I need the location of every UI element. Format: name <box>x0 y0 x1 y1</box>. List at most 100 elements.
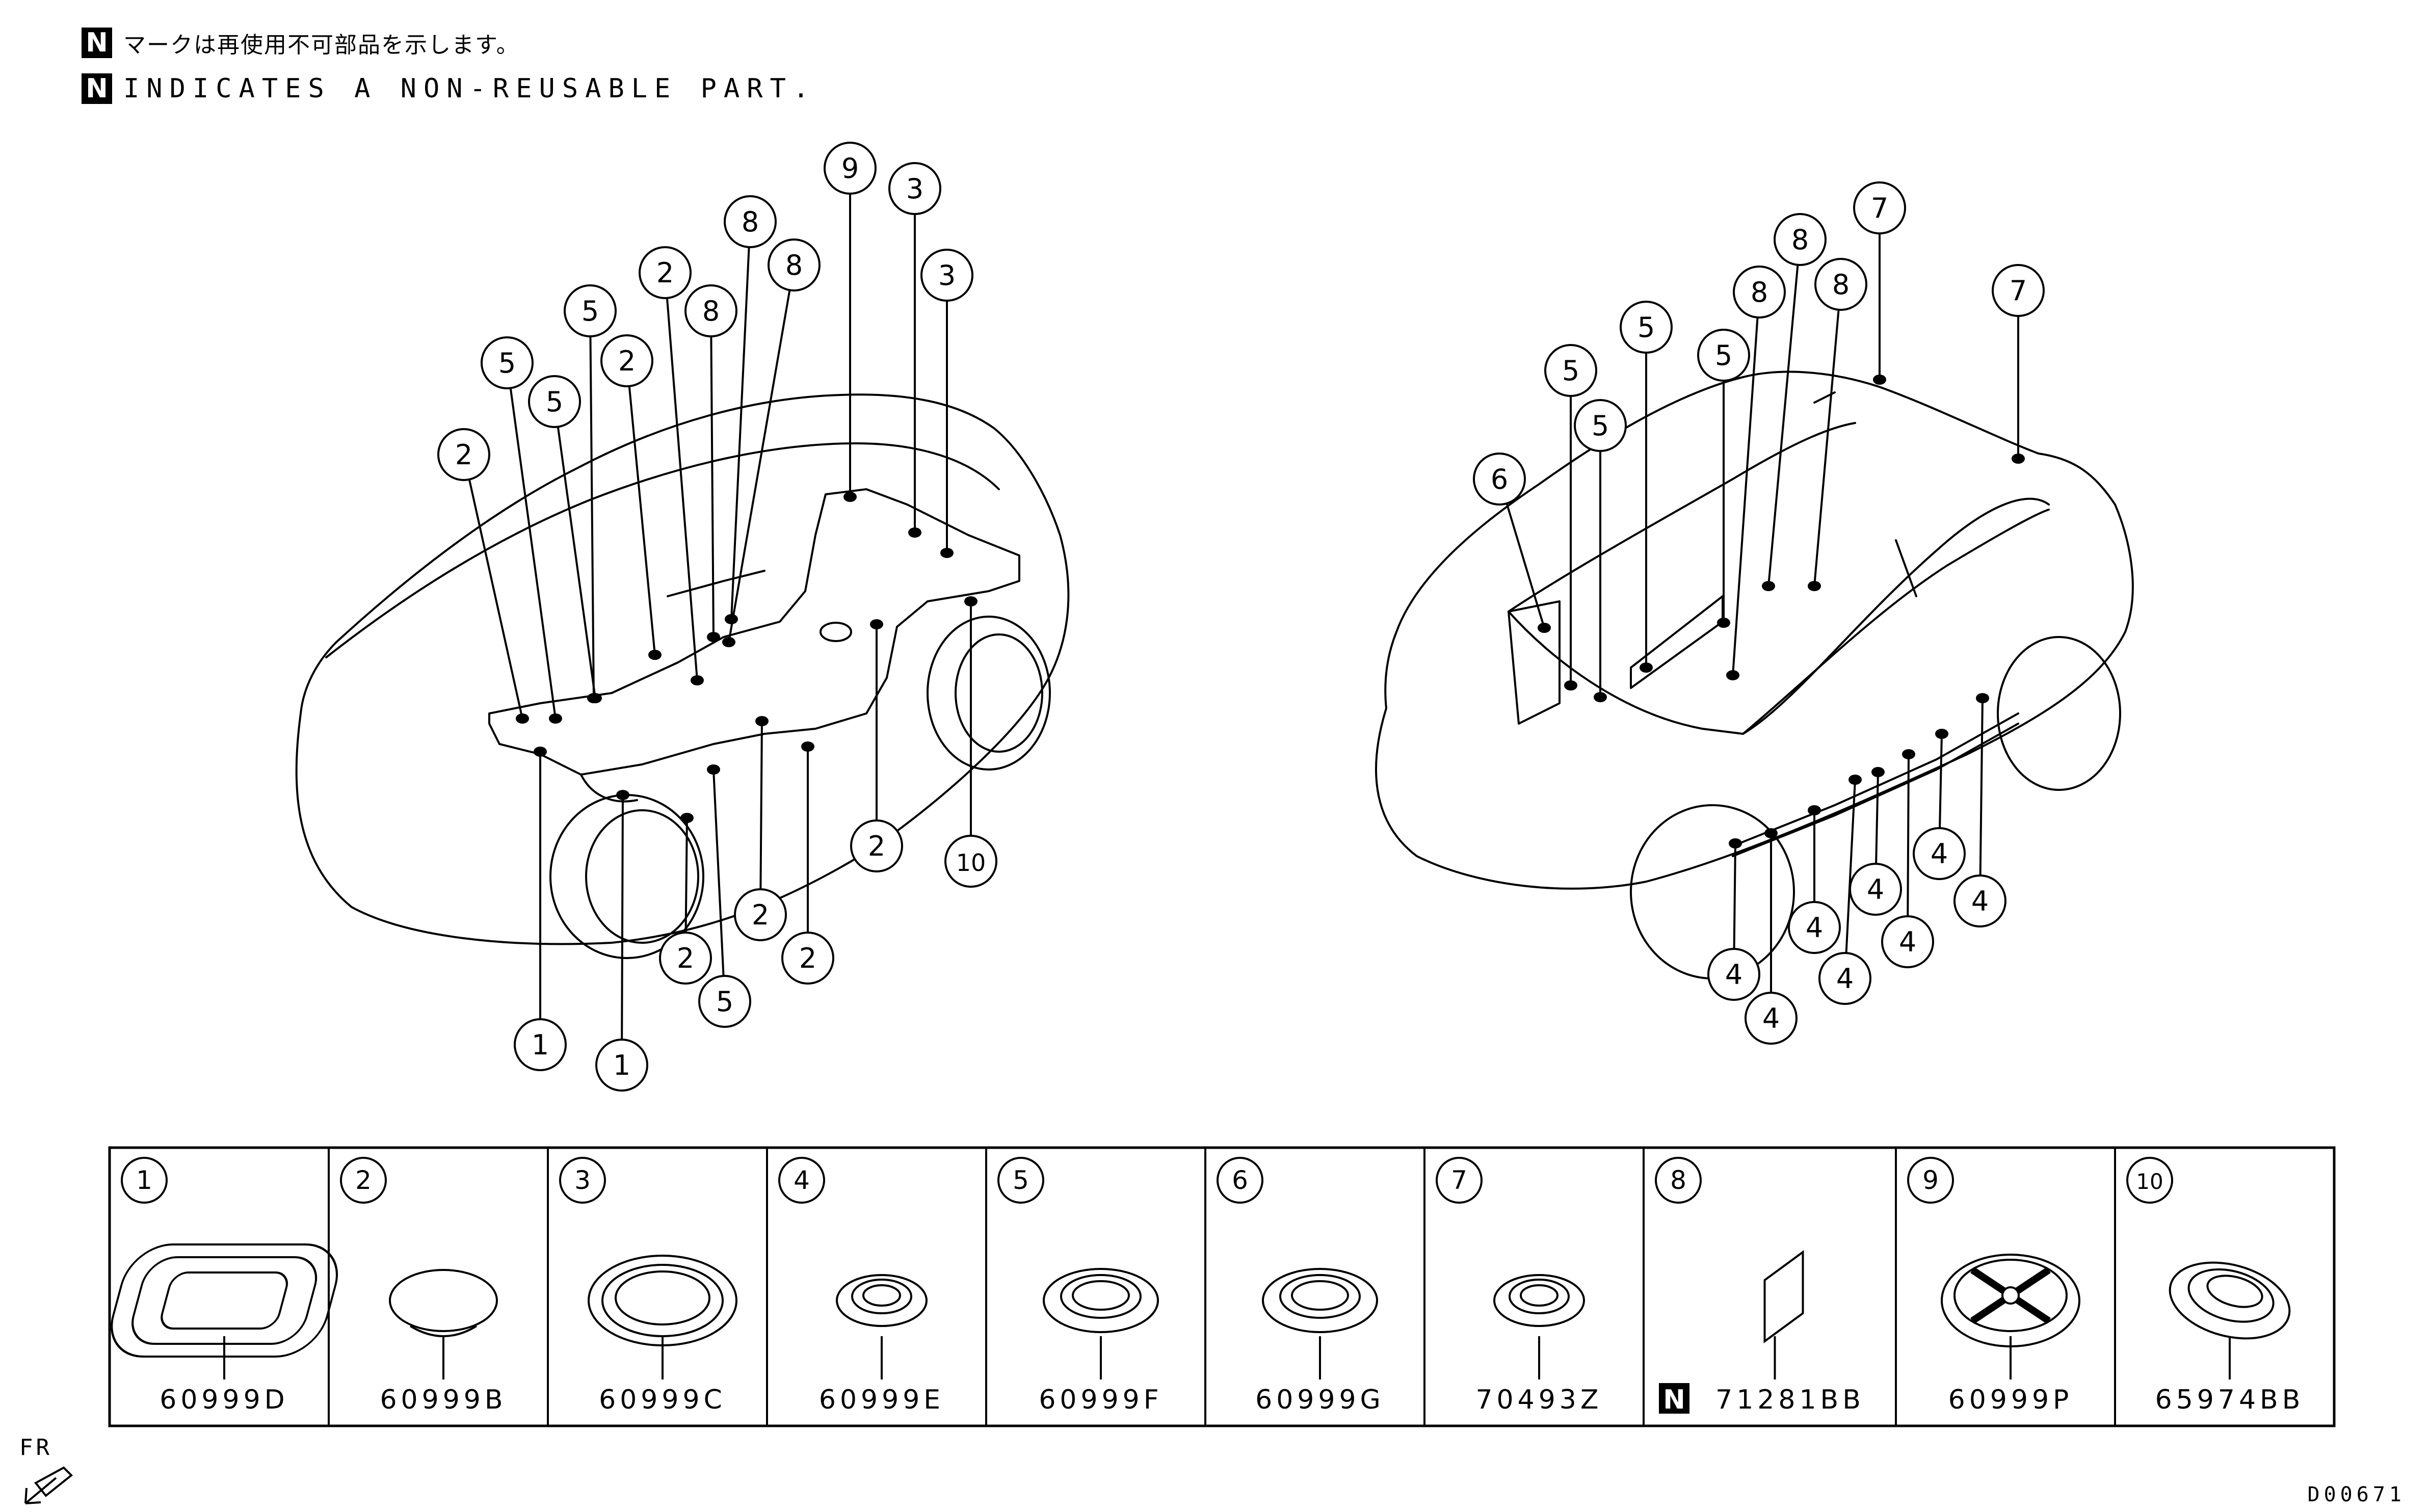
callout-circle <box>1881 915 1934 968</box>
callout-circle <box>684 284 737 337</box>
callout-circle <box>888 162 941 215</box>
callout-circle <box>1620 301 1673 354</box>
callout-number: 5 <box>1562 355 1579 387</box>
parts-table: 160999D260999B360999C460999E560999F66099… <box>108 1146 2336 1427</box>
callout-circle <box>595 1039 648 1092</box>
fastener-point-icon <box>755 716 769 726</box>
underbody-callout: 8 <box>722 238 821 647</box>
legend-en-text: INDICATES A NON-REUSABLE PART. <box>123 73 816 104</box>
side-view-callout: 5 <box>1697 329 1750 628</box>
underbody-callout: 5 <box>698 764 751 1028</box>
callout-circle <box>850 819 903 872</box>
side-view-callout: 8 <box>1808 258 1867 591</box>
callout-circle <box>1913 827 1966 880</box>
callout-number: 9 <box>841 152 859 184</box>
callout-circle <box>734 888 787 941</box>
callout-circle <box>564 284 617 337</box>
fastener-point-icon <box>725 614 738 624</box>
callout-circle <box>1774 213 1827 266</box>
side-view-callout: 4 <box>1849 767 1902 916</box>
underbody-callout: 3 <box>920 249 973 558</box>
callout-number: 2 <box>656 257 674 289</box>
fastener-point-icon <box>1640 662 1653 673</box>
callout-number: 4 <box>1725 959 1742 991</box>
sealing-patch-icon <box>1763 1250 1804 1343</box>
fastener-point-icon <box>1764 828 1778 838</box>
part-index-number: 7 <box>1451 1165 1467 1195</box>
fastener-point-icon <box>1762 581 1775 591</box>
small-round-grommet-icon <box>836 1274 928 1327</box>
underbody-callout: 1 <box>595 790 648 1092</box>
callout-number: 3 <box>938 259 956 291</box>
callout-circle <box>600 334 653 387</box>
fastener-point-icon <box>964 596 978 606</box>
underbody-callout: 2 <box>659 813 712 985</box>
part-index-circle <box>1217 1157 1263 1204</box>
callout-circle <box>1544 344 1597 397</box>
legend-jp-row: N マークは再使用不可部品を示します。 <box>82 26 520 59</box>
fastener-point-icon <box>1976 693 1989 703</box>
callout-circle <box>1849 863 1902 916</box>
part-index-number: 4 <box>794 1165 810 1195</box>
part-index-number: 2 <box>355 1165 372 1195</box>
fastener-point-icon <box>1538 623 1551 633</box>
underbody-callout: 2 <box>639 246 704 685</box>
side-view-callout: 4 <box>1707 838 1760 1001</box>
callout-circle <box>1853 181 1906 234</box>
underbody-car-illustration <box>295 393 1070 959</box>
fastener-point-icon <box>616 790 629 800</box>
underbody-callout: 2 <box>437 428 529 724</box>
callout-number: 2 <box>455 439 472 471</box>
part-index-circle <box>1436 1157 1483 1204</box>
callout-number: 8 <box>1791 224 1809 256</box>
callout-circle <box>1707 948 1760 1001</box>
side-view-callout: 8 <box>1762 213 1827 591</box>
fastener-point-icon <box>648 650 662 660</box>
fastener-point-icon <box>707 764 720 775</box>
fastener-point-icon <box>801 741 814 752</box>
callout-number: 5 <box>582 295 599 327</box>
fastener-point-icon <box>549 713 562 724</box>
document-id: D00671 <box>2307 1483 2406 1506</box>
fastener-point-icon <box>1902 749 1915 759</box>
fastener-point-icon <box>1935 729 1948 739</box>
round-grommet-icon <box>1043 1268 1159 1333</box>
callout-number: 4 <box>1931 838 1948 870</box>
part-index-circle <box>121 1157 168 1204</box>
callout-number: 10 <box>956 849 986 877</box>
underbody-callout: 5 <box>528 375 602 703</box>
fastener-point-icon <box>908 527 921 538</box>
fastener-point-icon <box>843 492 857 502</box>
underbody-callout: 2 <box>734 716 787 941</box>
non-reusable-badge: N <box>82 73 112 104</box>
callout-number: 8 <box>785 249 803 281</box>
side-view-callout: 5 <box>1574 399 1627 702</box>
fastener-point-icon <box>516 713 529 724</box>
fastener-point-icon <box>1871 767 1885 777</box>
fastener-point-icon <box>1594 692 1607 702</box>
callout-number: 8 <box>702 295 720 327</box>
part-number-label: 60999G <box>1255 1385 1385 1415</box>
parts-table-frame <box>108 1146 2336 1427</box>
callout-number: 5 <box>546 386 563 418</box>
underbody-callout: 9 <box>824 142 877 502</box>
callout-circle <box>1814 258 1867 311</box>
callout-circle <box>1697 329 1750 382</box>
callout-number: 8 <box>742 206 759 238</box>
underbody-callout: 2 <box>781 741 834 985</box>
fastener-point-icon <box>691 675 704 685</box>
part-index-circle <box>778 1157 825 1204</box>
callout-number: 4 <box>1867 873 1884 906</box>
underbody-callout: 5 <box>481 336 562 724</box>
underbody-callout: 8 <box>684 284 737 642</box>
callout-number: 2 <box>799 942 816 974</box>
underbody-callout: 1 <box>514 747 567 1071</box>
part-index-circle <box>340 1157 387 1204</box>
oval-grommet-icon <box>2169 1261 2291 1340</box>
callout-number: 5 <box>716 986 733 1018</box>
callout-circle <box>528 375 581 428</box>
